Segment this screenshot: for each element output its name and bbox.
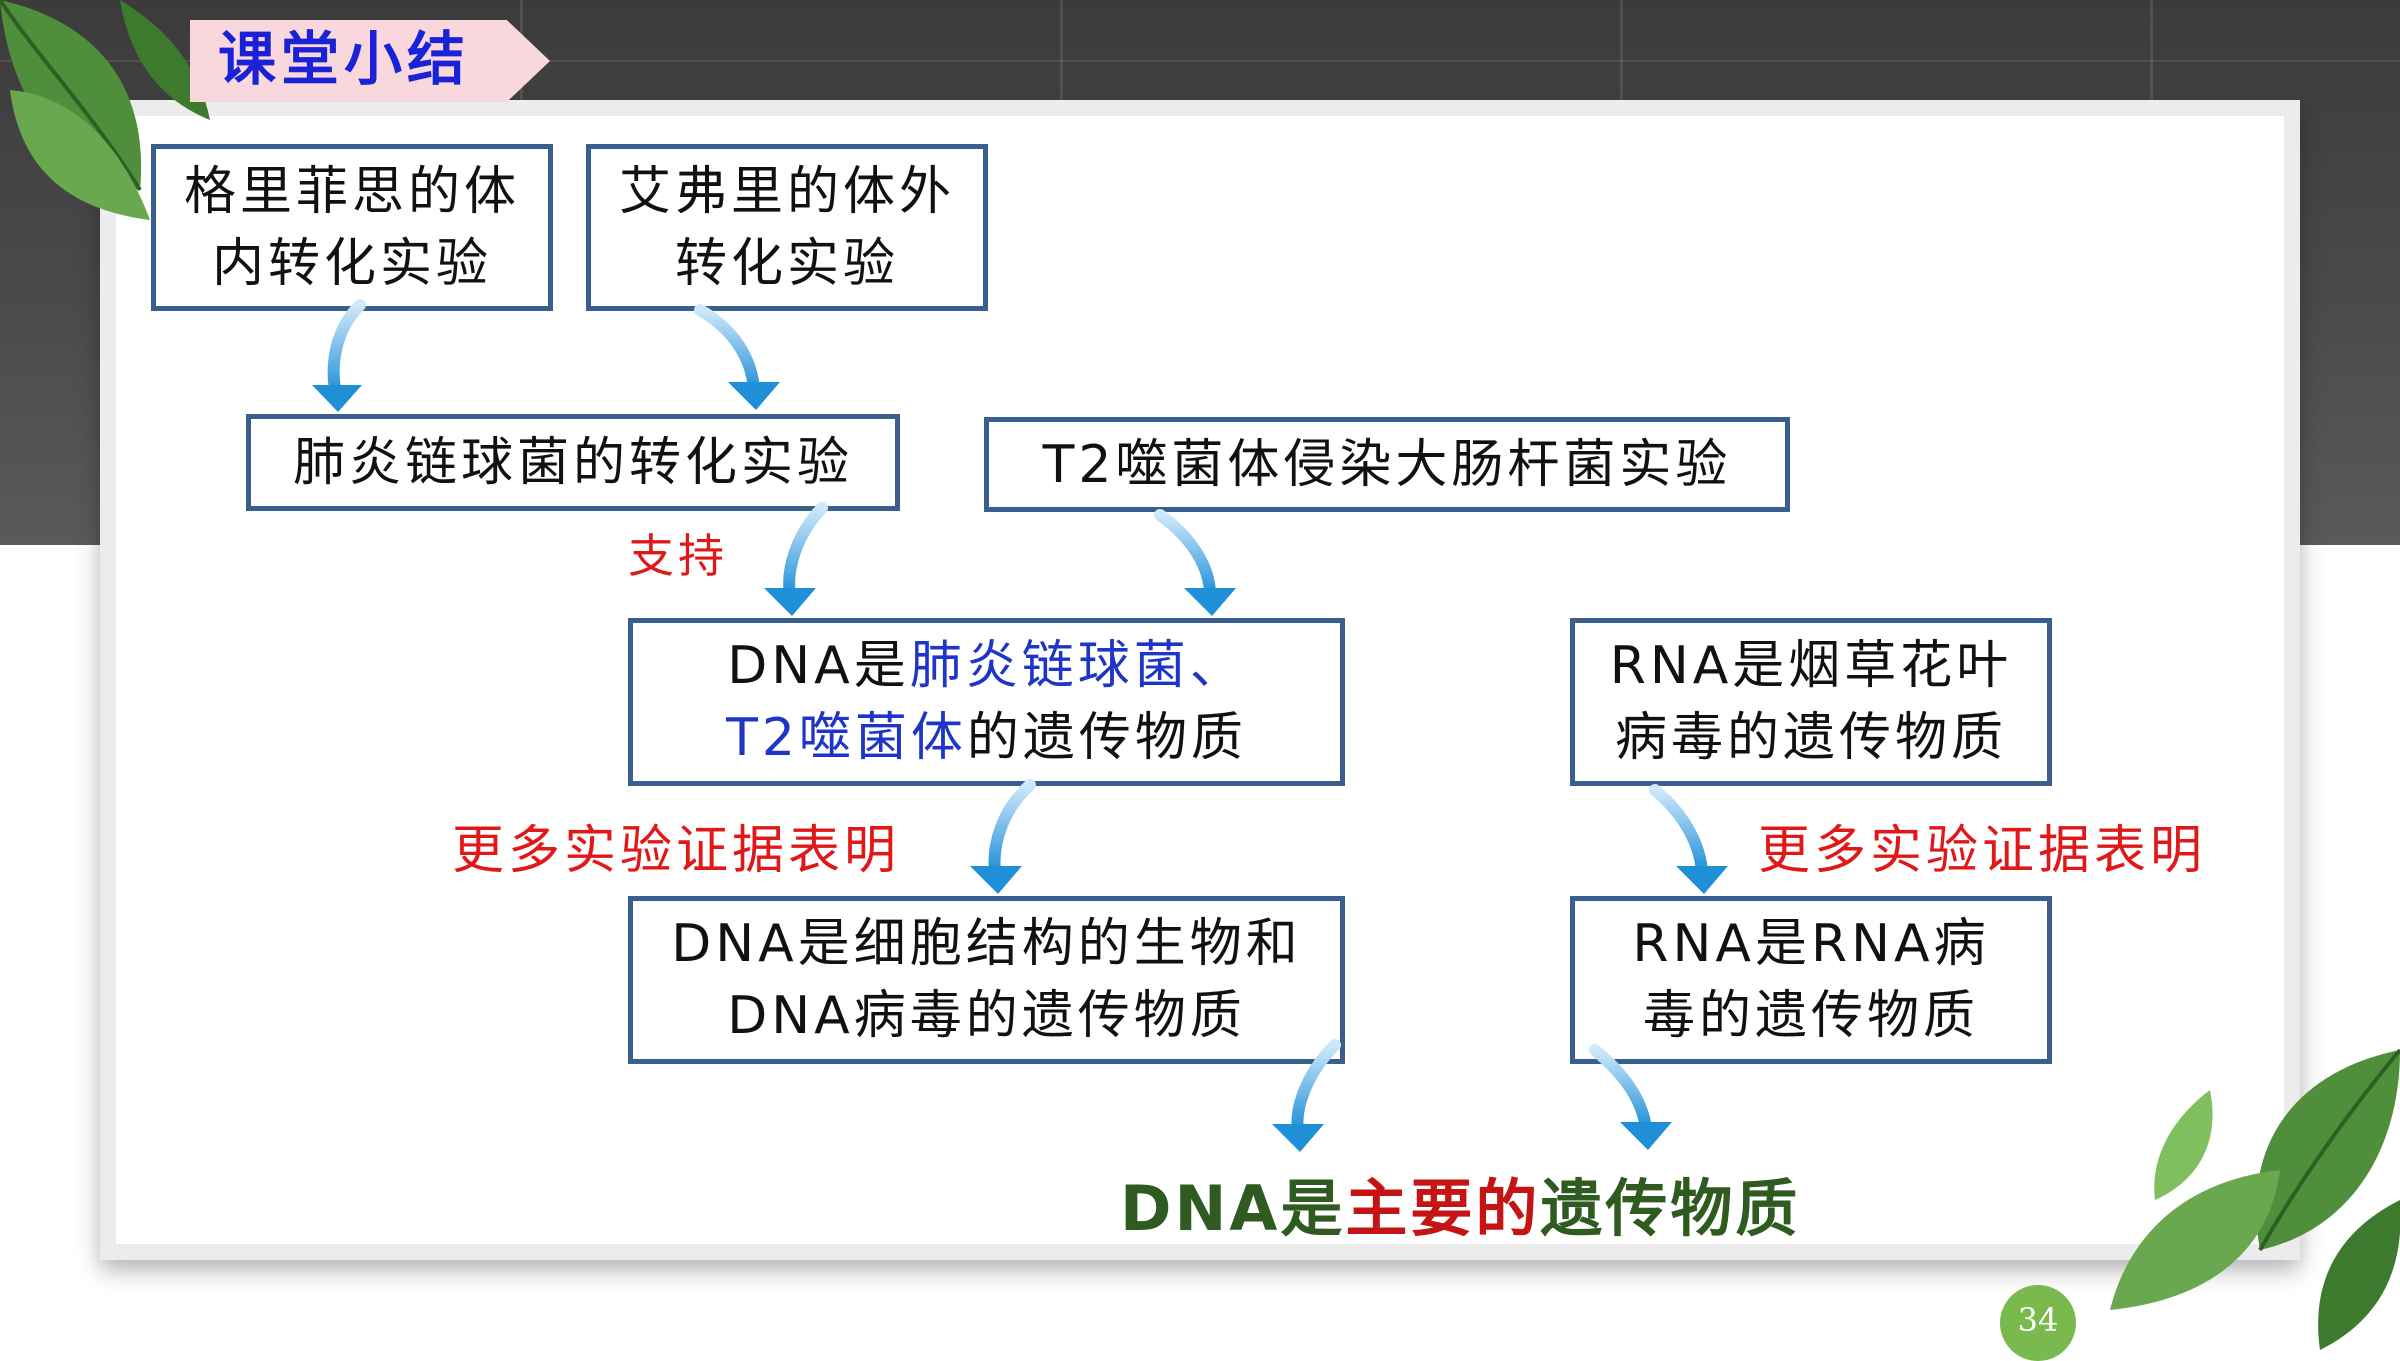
label-more-evidence-left: 更多实验证据表明 <box>452 821 901 881</box>
leaf-decoration-bottom-right <box>2110 1048 2400 1350</box>
dna-species-1: 肺炎链球菌、 <box>909 636 1246 696</box>
box-griffith-experiment: 格里菲思的体内转化实验 <box>151 144 553 311</box>
dna-suffix: 的遗传物质 <box>966 708 1247 768</box>
box-avery-experiment: 艾弗里的体外转化实验 <box>586 144 988 311</box>
pneumococcus-text: 肺炎链球菌的转化实验 <box>292 432 853 493</box>
label-support: 支持 <box>628 529 728 583</box>
box-dna-genetic-material: DNA是肺炎链球菌、 T2噬菌体的遗传物质 <box>628 618 1345 786</box>
conclusion-part-1: DNA是 <box>1120 1172 1346 1245</box>
box-rna-virus: RNA是RNA病毒的遗传物质 <box>1570 896 2052 1064</box>
rna-tobacco-text: RNA是烟草花叶病毒的遗传物质 <box>1609 636 2013 768</box>
rna-virus-text: RNA是RNA病毒的遗传物质 <box>1632 914 1990 1046</box>
dna-cellular-text: DNA是细胞结构的生物和DNA病毒的遗传物质 <box>671 914 1302 1046</box>
box-t2-phage-experiment: T2噬菌体侵染大肠杆菌实验 <box>984 417 1790 512</box>
avery-text: 艾弗里的体外转化实验 <box>618 161 955 294</box>
title-tab-background <box>190 20 550 102</box>
box-dna-cellular-organisms: DNA是细胞结构的生物和DNA病毒的遗传物质 <box>628 896 1345 1064</box>
box-pneumococcus-transformation: 肺炎链球菌的转化实验 <box>246 414 900 511</box>
dna-prefix: DNA是 <box>727 636 910 696</box>
conclusion-part-2: 主要的 <box>1345 1172 1541 1245</box>
slide-title: 课堂小结 <box>218 25 471 93</box>
page-number-badge: 34 <box>2000 1285 2076 1361</box>
conclusion-text: DNA是主要的遗传物质 <box>1120 1158 1800 1248</box>
box-rna-tobacco-virus: RNA是烟草花叶病毒的遗传物质 <box>1570 618 2052 786</box>
t2-text: T2噬菌体侵染大肠杆菌实验 <box>1042 434 1732 495</box>
label-more-evidence-right: 更多实验证据表明 <box>1758 821 2207 881</box>
conclusion-part-3: 遗传物质 <box>1540 1172 1801 1245</box>
dna-species-2: T2噬菌体 <box>726 708 967 768</box>
leaf-decoration-top-left <box>0 0 210 220</box>
griffith-text: 格里菲思的体内转化实验 <box>183 161 520 294</box>
